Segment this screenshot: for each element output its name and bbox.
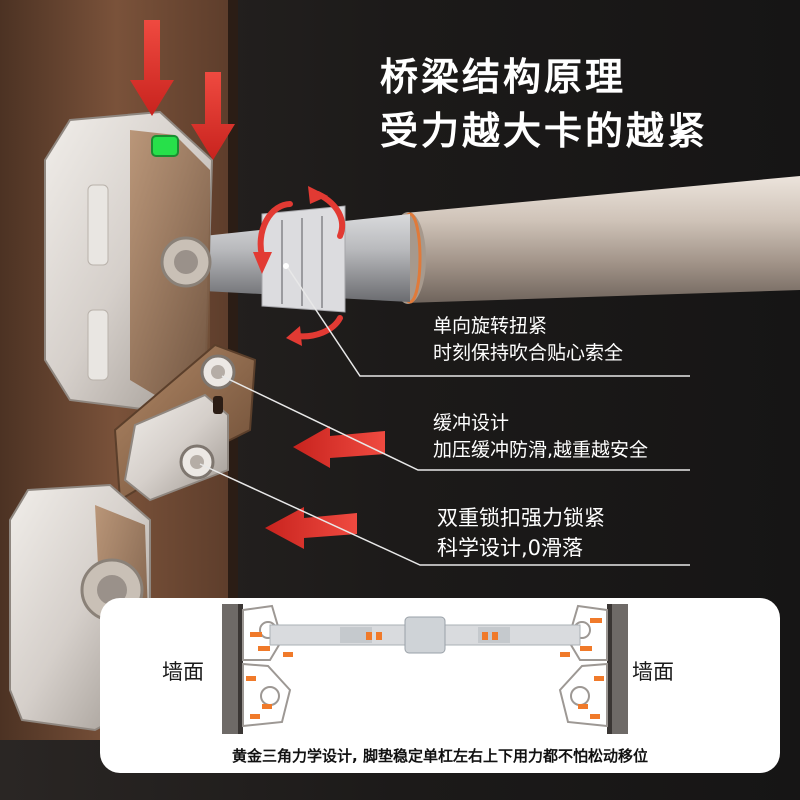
wall-label-right: 墙面 bbox=[632, 660, 674, 684]
headline-line-2: 受力越大卡的越紧 bbox=[380, 109, 709, 153]
diagram-right-wall bbox=[558, 604, 628, 734]
callout-title: 单向旋转扭紧 bbox=[433, 315, 548, 337]
bubble-level bbox=[151, 135, 179, 157]
callout-title: 缓冲设计 bbox=[433, 412, 510, 434]
callout-buffer-design: 缓冲设计 加压缓冲防滑,越重越安全 bbox=[433, 410, 648, 464]
pull-up-bar bbox=[185, 176, 800, 313]
upper-bracket bbox=[44, 110, 214, 412]
callout-detail: 加压缓冲防滑,越重越安全 bbox=[433, 439, 649, 461]
callout-title: 双重锁扣强力锁紧 bbox=[437, 506, 605, 530]
wall-label-left: 墙面 bbox=[162, 660, 204, 684]
pointer-dot bbox=[283, 263, 289, 269]
diagram-left-wall bbox=[222, 604, 292, 734]
buffer-linkage bbox=[113, 343, 257, 502]
callout-detail: 科学设计,0滑落 bbox=[437, 536, 584, 560]
callout-leader-lines bbox=[199, 267, 690, 566]
downward-force-arrows bbox=[130, 20, 235, 160]
left-force-arrows bbox=[265, 426, 385, 549]
headline-line-1: 桥梁结构原理 bbox=[380, 55, 627, 99]
callout-rotation-lock: 单向旋转扭紧 时刻保持吹合贴心索全 bbox=[433, 313, 623, 367]
callout-double-lock: 双重锁扣强力锁紧 科学设计,0滑落 bbox=[437, 503, 605, 563]
diagram-force-markers bbox=[246, 618, 604, 719]
diagram-caption: 黄金三角力学设计, 脚垫稳定单杠左右上下用力都不怕松动移位 bbox=[232, 747, 648, 765]
callout-detail: 时刻保持吹合贴心索全 bbox=[433, 342, 624, 364]
rotation-arrowheads bbox=[253, 186, 328, 346]
